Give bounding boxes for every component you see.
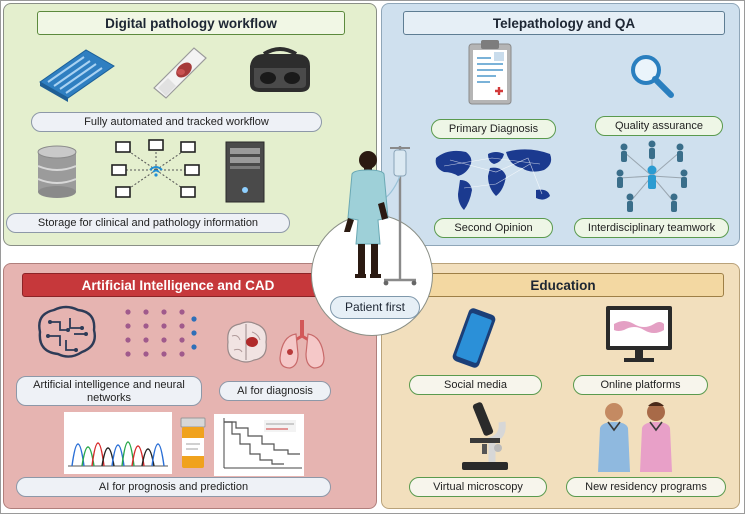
pill-bottle-icon — [180, 417, 206, 468]
ai-prognosis-label: AI for prognosis and prediction — [16, 477, 331, 497]
genome-peaks-icon — [64, 412, 172, 474]
patient-first-label: Patient first — [330, 296, 420, 319]
network-icon — [111, 139, 200, 198]
digital-pathology-title: Digital pathology workflow — [37, 11, 345, 35]
workflow-label: Fully automated and tracked workflow — [31, 112, 322, 132]
clipboard-icon — [468, 40, 512, 105]
primary-diagnosis-label: Primary Diagnosis — [431, 119, 556, 139]
telepathology-title: Telepathology and QA — [403, 11, 725, 35]
glass-slide-icon — [153, 47, 207, 99]
ai-cad-title: Artificial Intelligence and CAD — [22, 273, 334, 297]
magnifier-icon — [631, 55, 674, 98]
brain-scan-icon — [227, 321, 267, 363]
virtual-microscopy-label: Virtual microscopy — [409, 477, 547, 497]
vr-headset-icon — [250, 47, 310, 92]
education-title: Education — [402, 273, 724, 297]
social-media-label: Social media — [409, 375, 542, 395]
interdisciplinary-teamwork-label: Interdisciplinary teamwork — [574, 218, 729, 238]
survival-curve-icon — [214, 414, 304, 476]
circuit-brain-icon — [38, 305, 96, 358]
second-opinion-label: Second Opinion — [434, 218, 553, 238]
quality-assurance-label: Quality assurance — [595, 116, 723, 136]
patient-with-iv-stand-icon — [344, 146, 417, 286]
slide-rack-icon — [39, 49, 115, 102]
neural-networks-label-line2: networks — [86, 392, 132, 404]
lungs-icon — [279, 320, 325, 369]
monitor-icon — [606, 306, 672, 362]
ai-diagnosis-label: AI for diagnosis — [219, 381, 331, 401]
neural-networks-label: Artificial intelligence and neural netwo… — [16, 376, 202, 406]
residency-programs-label: New residency programs — [566, 477, 726, 497]
neural-network-icon — [125, 309, 197, 357]
server-tower-icon — [225, 141, 265, 203]
microscope-icon — [462, 402, 508, 470]
world-map-icon — [435, 149, 552, 210]
database-icon — [37, 145, 77, 198]
people-network-icon — [616, 140, 688, 212]
neural-networks-label-line1: Artificial intelligence and neural — [33, 379, 185, 391]
storage-label: Storage for clinical and pathology infor… — [6, 213, 290, 233]
smartphone-icon — [452, 308, 496, 368]
doctors-icon — [598, 402, 672, 472]
online-platforms-label: Online platforms — [573, 375, 708, 395]
